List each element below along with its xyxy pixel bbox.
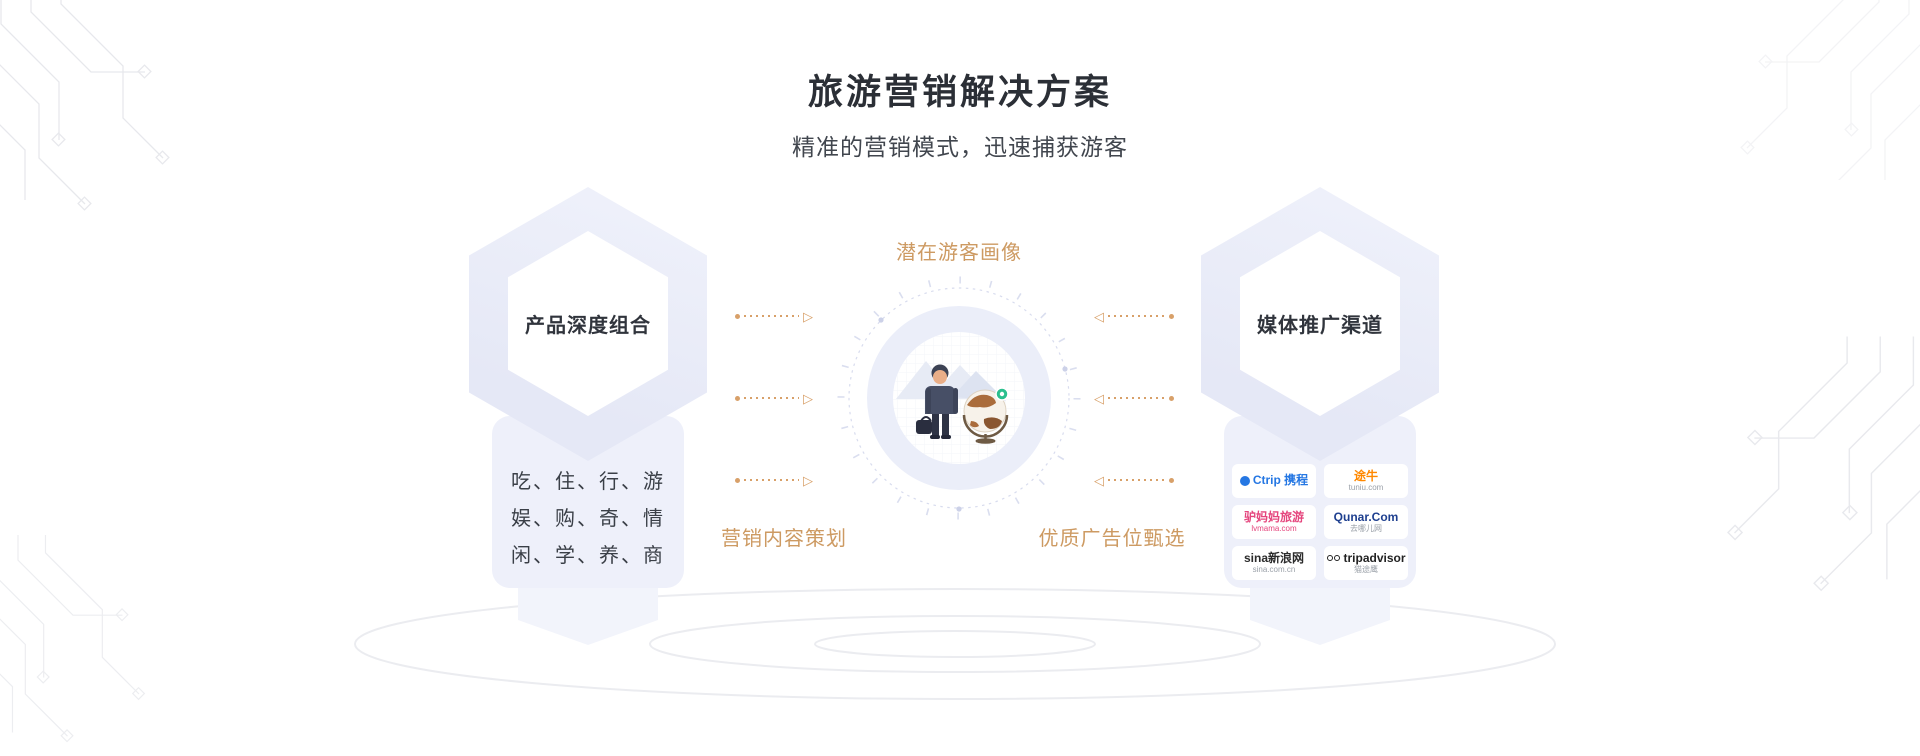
logo-sina: sina新浪网 sina.com.cn [1232, 546, 1316, 580]
right-panel-title: 媒体推广渠道 [1257, 315, 1383, 337]
logo-sina-subtext: sina.com.cn [1252, 565, 1296, 575]
bottom-left-label: 营销内容策划 [721, 528, 847, 550]
logo-tuniu-text: 途牛 [1353, 468, 1378, 483]
section-subtitle: 精准的营销模式，迅速捕获游客 [792, 134, 1128, 160]
dial-tick-ring [837, 276, 1081, 520]
flow-arrow-left-1: ▷ [735, 306, 813, 326]
arrow-origin-dot [1169, 477, 1174, 483]
left-hexagon-inner: 产品深度组合 [508, 231, 668, 416]
arrow-head-left-icon: ◁ [1094, 390, 1104, 406]
arrow-head-left-icon: ◁ [1094, 472, 1104, 488]
arrow-origin-dot [1169, 313, 1174, 319]
logo-qunar-subtext: 去哪儿网 [1350, 524, 1382, 534]
media-logo-grid: Ctrip 携程 途牛 tuniu.com 驴妈妈旅游 lvmama.com Q… [1224, 416, 1416, 580]
tripadvisor-owl-icon [1326, 555, 1340, 562]
logo-ctrip: Ctrip 携程 [1232, 464, 1316, 498]
traveler-illustration [916, 364, 958, 439]
section-title: 旅游营销解决方案 [807, 73, 1112, 112]
flow-arrow-left-3: ▷ [735, 470, 813, 490]
arrow-head-left-icon: ◁ [1094, 308, 1104, 324]
bottom-right-label: 优质广告位甄选 [1038, 528, 1186, 550]
logo-tripadvisor-subtext: 猫途鹰 [1354, 565, 1378, 575]
globe-illustration [962, 387, 1009, 444]
arrow-dotted-line [1108, 397, 1165, 399]
arrow-dotted-line [744, 479, 799, 481]
arrow-origin-dot [1169, 395, 1174, 401]
logo-lvmama: 驴妈妈旅游 lvmama.com [1232, 505, 1316, 539]
logo-lvmama-subtext: lvmama.com [1251, 524, 1297, 534]
circuit-decoration-bottom-left [0, 535, 145, 743]
arrow-dotted-line [1108, 479, 1165, 481]
arrow-origin-dot [735, 477, 740, 483]
left-panel-title: 产品深度组合 [525, 315, 651, 337]
ground-ripples [354, 588, 1556, 700]
target-dial-graphic [837, 276, 1081, 520]
logo-ctrip-text: Ctrip 携程 [1252, 473, 1309, 488]
logo-tripadvisor-text: tripadvisor [1343, 550, 1406, 565]
flow-arrow-left-2: ▷ [735, 388, 813, 408]
arrow-dotted-line [1108, 315, 1165, 317]
arrow-dotted-line [744, 315, 799, 317]
product-line: 闲、学、养、商 [511, 545, 665, 567]
arrow-dotted-line [744, 397, 799, 399]
ctrip-icon [1239, 475, 1250, 486]
logo-tripadvisor: tripadvisor 猫途鹰 [1324, 546, 1408, 580]
logo-tuniu-subtext: tuniu.com [1348, 483, 1384, 493]
arrow-head-right-icon: ▷ [803, 472, 813, 488]
arrow-head-right-icon: ▷ [803, 390, 813, 406]
flow-arrow-right-3: ◁ [1094, 470, 1174, 490]
logo-qunar-text: Qunar.Com [1333, 509, 1399, 524]
arrow-origin-dot [735, 313, 740, 319]
location-pin-icon [995, 387, 1009, 401]
product-combo-lines: 吃、住、行、游 娱、购、奇、情 闲、学、养、商 [492, 416, 684, 575]
top-label: 潜在游客画像 [896, 242, 1022, 264]
product-line: 吃、住、行、游 [511, 471, 665, 493]
logo-sina-text: sina新浪网 [1243, 550, 1304, 565]
logo-qunar: Qunar.Com 去哪儿网 [1324, 505, 1408, 539]
dial-dashed-circle [848, 287, 1070, 509]
logo-tuniu: 途牛 tuniu.com [1324, 464, 1408, 498]
flow-arrow-right-1: ◁ [1094, 306, 1174, 326]
arrow-head-right-icon: ▷ [803, 308, 813, 324]
product-line: 娱、购、奇、情 [511, 508, 665, 530]
arrow-origin-dot [735, 395, 740, 401]
logo-lvmama-text: 驴妈妈旅游 [1243, 509, 1304, 524]
circuit-decoration-right [1727, 335, 1920, 591]
flow-arrow-right-2: ◁ [1094, 388, 1174, 408]
